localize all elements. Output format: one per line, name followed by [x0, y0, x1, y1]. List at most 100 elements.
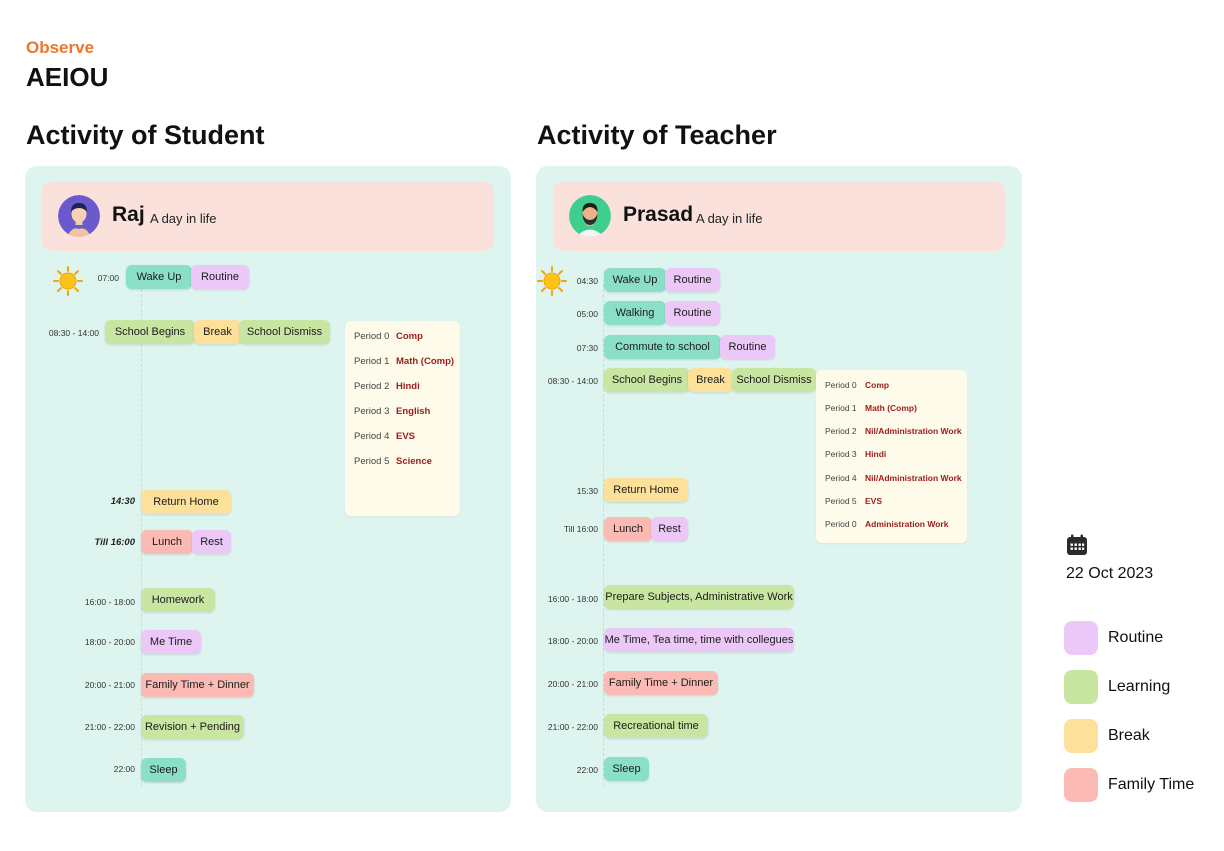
break-chip: Break [194, 320, 241, 344]
activity-chip: Lunch [604, 517, 652, 541]
activity-chip: Family Time + Dinner [141, 673, 254, 697]
activity-chip: Recreational time [604, 714, 708, 738]
teacher-timeline-line [603, 284, 604, 786]
period-subject: Comp [865, 380, 890, 390]
school-dismiss-chip: School Dismiss [732, 368, 816, 392]
sun-icon [53, 266, 83, 301]
student-avatar [58, 195, 100, 237]
legend-label: Family Time [1108, 776, 1195, 793]
time-label: Till 16:00 [94, 537, 136, 548]
period-subject: Nil/Administration Work [865, 426, 962, 436]
school-dismiss-chip: School Dismiss [239, 320, 330, 344]
period-subject: Math (Comp) [396, 356, 455, 367]
sun-icon [537, 266, 567, 301]
activity-chip: Return Home [604, 478, 688, 502]
teacher-periods-card: Period 0 Comp Period 1 Math (Comp) Period … [816, 370, 967, 543]
activity-chip: Walking [604, 301, 666, 325]
time-label: 20:00 - 21:00 [84, 680, 135, 690]
period-subject: EVS [865, 496, 883, 506]
teacher-subtitle: A day in life [696, 211, 763, 226]
time-label: Till 16:00 [563, 524, 598, 534]
activity-chip: Prepare Subjects, Administrative Work [604, 585, 794, 609]
period-row: Period 1 Math (Comp) [354, 356, 454, 367]
time-label: 18:00 - 20:00 [84, 637, 135, 647]
rest-tag: Rest [651, 517, 688, 541]
teacher-name: Prasad [623, 203, 694, 226]
activity-chip: Sleep [141, 758, 186, 782]
period-subject: Nil/Administration Work [865, 473, 962, 483]
time-label: 05:00 [576, 309, 598, 319]
time-label: 14:30 [110, 496, 135, 507]
routine-tag: Routine [720, 335, 775, 359]
period-label: Period 0 [825, 380, 857, 390]
period-label: Period 4 [354, 431, 390, 442]
period-row: Period 3 Hindi [825, 449, 886, 459]
time-label: 07:00 [97, 273, 119, 283]
teacher-header-card: Prasad A day in life [553, 181, 1005, 251]
period-subject: Hindi [396, 381, 420, 392]
calendar-icon [1066, 534, 1088, 561]
activity-chip: Revision + Pending [141, 715, 244, 739]
period-label: Period 3 [825, 449, 857, 459]
period-subject: Comp [396, 331, 423, 342]
activity-chip: Return Home [141, 490, 231, 514]
period-row: Period 1 Math (Comp) [825, 403, 917, 413]
school-begins-chip: School Begins [604, 368, 690, 392]
period-label: Period 2 [825, 426, 857, 436]
time-label: 18:00 - 20:00 [547, 636, 598, 646]
date-text: 22 Oct 2023 [1066, 565, 1154, 582]
activity-chip: Homework [141, 588, 215, 612]
student-header-card: Raj A day in life [42, 181, 494, 251]
period-label: Period 1 [825, 403, 857, 413]
rest-tag: Rest [192, 530, 231, 554]
period-label: Period 2 [354, 381, 390, 392]
period-subject: English [396, 406, 431, 417]
period-row: Period 3 English [354, 406, 430, 417]
time-label: 22:00 [576, 765, 598, 775]
activity-chip: Wake Up [126, 265, 192, 289]
school-begins-chip: School Begins [105, 320, 195, 344]
period-label: Period 5 [354, 456, 390, 467]
time-label: 07:30 [576, 343, 598, 353]
time-label: 21:00 - 22:00 [547, 722, 598, 732]
legend-swatch [1064, 621, 1098, 655]
legend-swatch [1064, 719, 1098, 753]
routine-tag: Routine [665, 268, 720, 292]
teacher-avatar [569, 195, 611, 237]
activity-chip: Me Time [141, 630, 201, 654]
period-row: Period 5 EVS [825, 496, 882, 506]
period-row: Period 4 EVS [354, 431, 415, 442]
legend-swatch [1064, 768, 1098, 802]
student-name: Raj [112, 203, 145, 226]
time-label: 16:00 - 18:00 [547, 594, 598, 604]
student-panel: Raj A day in life 07:00 Wake Up Routine … [25, 166, 511, 812]
teacher-panel: Prasad A day in life 04:30 Wake Up Routi… [536, 166, 1022, 812]
period-subject: Math (Comp) [865, 403, 917, 413]
period-label: Period 1 [354, 356, 390, 367]
period-subject: Hindi [865, 449, 887, 459]
time-label: 20:00 - 21:00 [547, 679, 598, 689]
legend-label: Learning [1108, 678, 1171, 695]
period-row: Period 0 Comp [825, 380, 889, 390]
period-label: Period 5 [825, 496, 857, 506]
time-label: 21:00 - 22:00 [84, 722, 135, 732]
period-label: Period 3 [354, 406, 390, 417]
time-label: 04:30 [576, 276, 598, 286]
activity-chip: Commute to school [604, 335, 721, 359]
period-row: Period 2 Nil/Administration Work [825, 426, 962, 436]
period-subject: EVS [396, 431, 416, 442]
activity-chip: Sleep [604, 757, 649, 781]
activity-chip: Lunch [141, 530, 193, 554]
legend-label: Break [1108, 727, 1150, 744]
time-label: 08:30 - 14:00 [48, 328, 99, 338]
time-label: 22:00 [113, 764, 135, 774]
activity-chip: Wake Up [604, 268, 666, 292]
period-label: Period 0 [825, 519, 857, 529]
teacher-section-title: Activity of Teacher [537, 120, 777, 150]
student-subtitle: A day in life [150, 211, 217, 226]
routine-tag: Routine [665, 301, 720, 325]
